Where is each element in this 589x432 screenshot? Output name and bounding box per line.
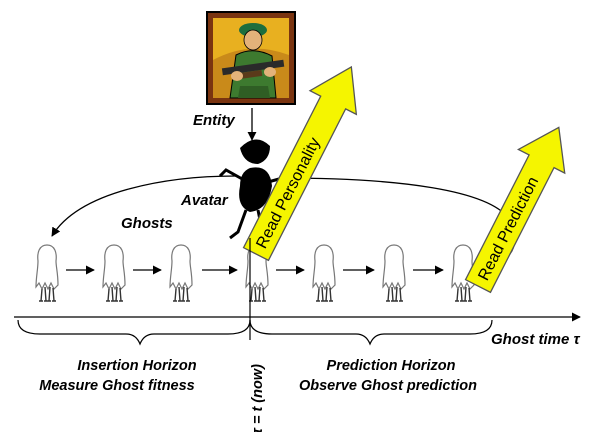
prediction-horizon-label: Prediction Horizon [327,358,456,374]
ghost-icon [312,244,336,302]
read-prediction-label: Read Prediction [475,174,542,283]
insertion-horizon-label: Insertion Horizon [77,358,196,374]
ghost-icon [102,244,126,302]
insertion-horizon-brace [17,319,251,346]
avatar-stick-figure-icon [218,139,298,240]
entity-label: Entity [193,112,235,129]
ghost-icon [169,244,193,302]
measure-fitness-label: Measure Ghost fitness [39,378,195,394]
ghost-icon [382,244,406,302]
avatar-to-first-ghost-arc [51,175,237,237]
ghost-icon [35,244,59,302]
observe-prediction-label: Observe Ghost prediction [299,378,477,394]
read-prediction-arrow: Read Prediction [464,126,566,294]
now-label: τ = t (now) [250,364,266,432]
ghost-time-label: Ghost time τ [491,331,581,348]
prediction-horizon-brace [249,319,493,346]
ghosts-label: Ghosts [121,215,173,232]
avatar-label: Avatar [180,192,229,209]
entity-soldier-icon [206,11,296,105]
